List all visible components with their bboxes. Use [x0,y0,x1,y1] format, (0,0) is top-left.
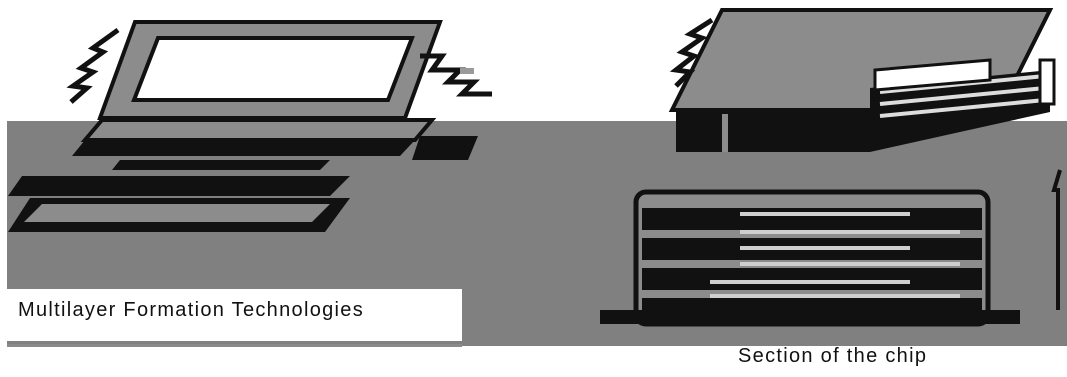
section-band-3 [642,268,982,290]
chip-front-gap [722,114,728,152]
chip-terminal-right [1040,60,1054,104]
layer-frame-window [134,38,412,100]
layer-solid-3 [8,176,350,196]
layer-frame-bottom-window [24,204,330,222]
layer-solid-2-edge [412,136,478,160]
layer-solid-1 [85,120,432,140]
layer-solid-2 [72,140,415,156]
section-base [600,310,1020,324]
layer-edge-strokes-right [420,56,492,94]
caption-underline [7,344,462,347]
left-caption: Multilayer Formation Technologies [18,299,364,322]
right-caption: Section of the chip [738,345,927,368]
right-edge-fragment [1054,170,1060,310]
multilayer-stack-illustration [8,22,492,232]
layer-strip [112,160,330,170]
small-tab [460,68,474,74]
chip-section-illustration [600,192,1020,324]
section-band-1 [642,208,982,230]
chip-front-face [676,112,870,152]
chip-3d-illustration [672,10,1054,152]
